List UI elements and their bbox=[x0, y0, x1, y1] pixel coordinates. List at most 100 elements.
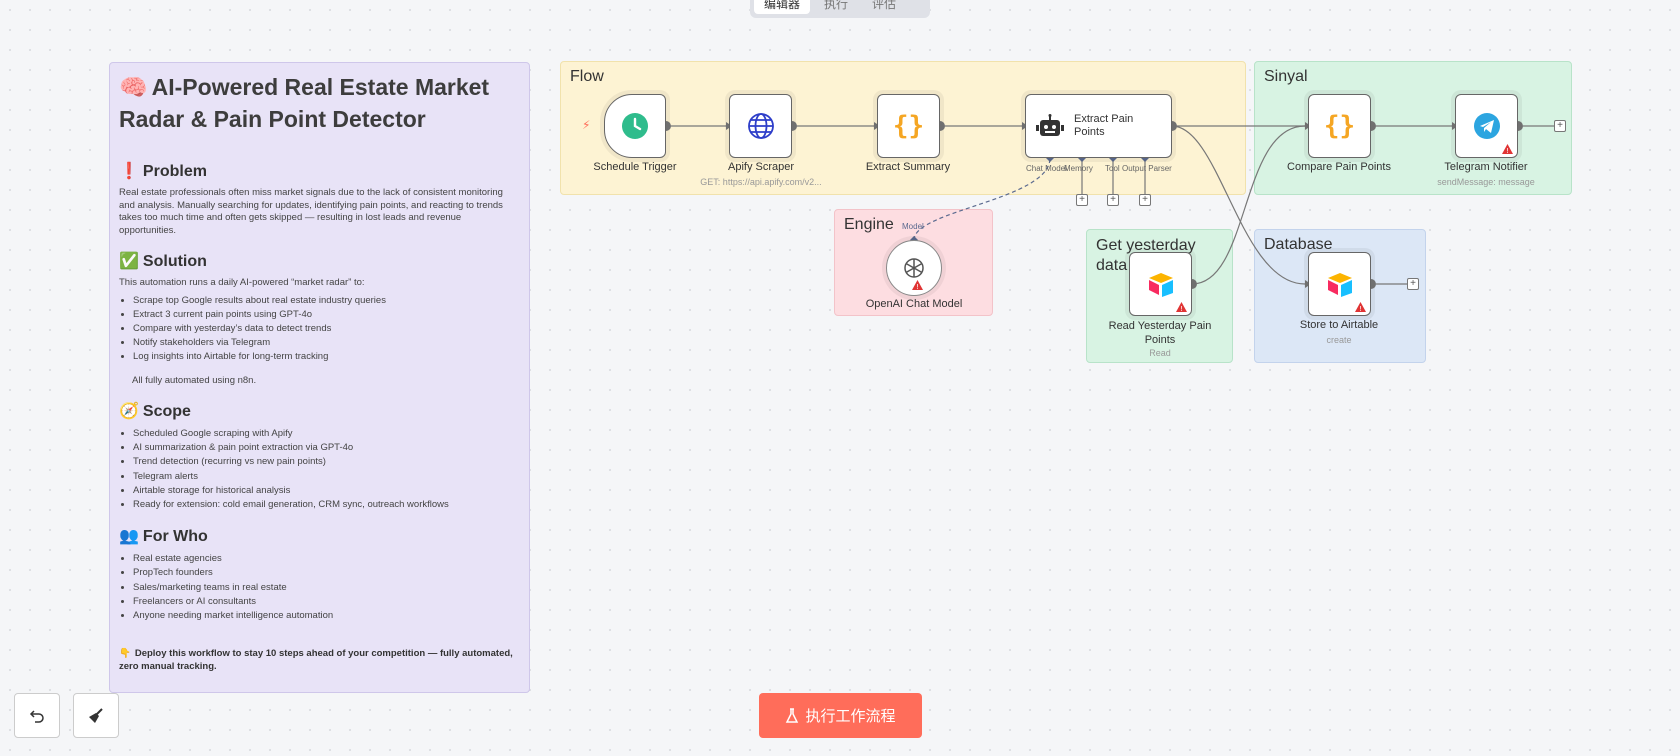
airtable-icon bbox=[1327, 273, 1352, 297]
node-subtitle: sendMessage: message bbox=[1437, 177, 1535, 187]
node-label: Schedule Trigger bbox=[593, 161, 677, 173]
list-item: Log insights into Airtable for long-term… bbox=[133, 350, 520, 364]
port-model: Model bbox=[902, 222, 924, 231]
trigger-bolt-icon: ⚡ bbox=[582, 118, 591, 132]
warning-icon: ! bbox=[1355, 302, 1366, 312]
view-tabs: 编辑器 执行 评估 bbox=[750, 0, 930, 18]
store-to-airtable-node[interactable]: ! bbox=[1308, 252, 1371, 316]
node-label: Extract Summary bbox=[865, 161, 951, 173]
list-item: Trend detection (recurring vs new pain p… bbox=[133, 455, 520, 469]
problem-section: ❗Problem Real estate professionals often… bbox=[119, 161, 520, 237]
code-braces-icon: {} bbox=[1323, 111, 1356, 141]
list-item: Telegram alerts bbox=[133, 470, 520, 484]
list-item: Ready for extension: cold email generati… bbox=[133, 498, 520, 512]
group-title: Get yesterday data bbox=[1096, 237, 1196, 274]
list-item: Airtable storage for historical analysis bbox=[133, 484, 520, 498]
sticky-note[interactable]: 🧠AI-Powered Real Estate Market Radar & P… bbox=[109, 62, 530, 693]
add-output-parser-button[interactable]: + bbox=[1139, 194, 1151, 206]
tab-editor[interactable]: 编辑器 bbox=[754, 0, 811, 14]
people-emoji: 👥 bbox=[119, 528, 139, 546]
group-title: Engine bbox=[844, 216, 894, 233]
airtable-icon bbox=[1148, 273, 1173, 297]
list-item: Anyone needing market intelligence autom… bbox=[133, 609, 520, 623]
schedule-trigger-node[interactable] bbox=[604, 94, 666, 158]
node-subtitle: Read bbox=[1149, 348, 1171, 358]
add-node-button[interactable]: + bbox=[1554, 120, 1566, 132]
solution-heading: ✅Solution bbox=[119, 253, 207, 270]
undo-button[interactable] bbox=[14, 693, 60, 738]
openai-icon bbox=[904, 258, 924, 278]
openai-chat-model-node[interactable]: ! bbox=[886, 240, 942, 296]
warning-icon: ! bbox=[1176, 302, 1187, 312]
brain-emoji: 🧠 bbox=[119, 74, 148, 100]
list-item: Compare with yesterday’s data to detect … bbox=[133, 322, 520, 336]
group-sinyal[interactable]: Sinyal bbox=[1254, 61, 1572, 195]
port-chat-model: Chat Model bbox=[1026, 164, 1067, 173]
svg-text:!: ! bbox=[1180, 305, 1183, 312]
telegram-notifier-node[interactable]: ! bbox=[1455, 94, 1518, 158]
list-item: Freelancers or AI consultants bbox=[133, 595, 520, 609]
problem-heading: ❗Problem bbox=[119, 163, 207, 180]
solution-list: Scrape top Google results about real est… bbox=[119, 294, 520, 365]
code-braces-icon: {} bbox=[892, 111, 925, 141]
globe-icon bbox=[747, 113, 774, 139]
scope-list: Scheduled Google scraping with Apify AI … bbox=[119, 427, 520, 512]
list-item: Scheduled Google scraping with Apify bbox=[133, 427, 520, 441]
node-label: Read Yesterday Pain Points bbox=[1108, 320, 1212, 346]
node-label: Extract Pain Points bbox=[1074, 113, 1134, 138]
read-yesterday-node[interactable]: ! bbox=[1129, 252, 1192, 316]
add-tool-button[interactable]: + bbox=[1107, 194, 1119, 206]
note-cta: 👇Deploy this workflow to stay 10 steps a… bbox=[119, 648, 513, 673]
clear-button[interactable] bbox=[73, 693, 119, 738]
forwho-section: 👥For Who Real estate agencies PropTech f… bbox=[119, 526, 520, 623]
forwho-heading: 👥For Who bbox=[119, 528, 208, 546]
note-title: 🧠AI-Powered Real Estate Market Radar & P… bbox=[119, 71, 520, 135]
tab-executions[interactable]: 执行 bbox=[824, 0, 849, 11]
node-subtitle: GET: https://api.apify.com/v2... bbox=[700, 177, 822, 187]
node-label: Store to Airtable bbox=[1299, 319, 1379, 331]
list-item: Notify stakeholders via Telegram bbox=[133, 336, 520, 350]
add-memory-button[interactable]: + bbox=[1076, 194, 1088, 206]
scope-section: 🧭Scope Scheduled Google scraping with Ap… bbox=[119, 401, 520, 512]
svg-text:!: ! bbox=[1359, 305, 1362, 312]
warning-icon: ! bbox=[1502, 144, 1513, 154]
group-title: Sinyal bbox=[1264, 68, 1308, 85]
node-label: Compare Pain Points bbox=[1287, 161, 1391, 173]
solution-intro: This automation runs a daily AI-powered … bbox=[119, 277, 365, 288]
forwho-list: Real estate agencies PropTech founders S… bbox=[119, 552, 520, 623]
group-title: Flow bbox=[570, 68, 604, 85]
extract-pain-points-node[interactable]: Extract Pain Points bbox=[1025, 94, 1172, 158]
exclamation-emoji: ❗ bbox=[119, 163, 139, 180]
svg-text:!: ! bbox=[916, 283, 919, 290]
apify-scraper-node[interactable] bbox=[729, 94, 792, 158]
broom-icon bbox=[89, 707, 103, 723]
compass-emoji: 🧭 bbox=[119, 403, 139, 421]
undo-icon bbox=[29, 709, 44, 723]
problem-text: Real estate professionals often miss mar… bbox=[119, 187, 503, 236]
extract-summary-node[interactable]: {} bbox=[877, 94, 940, 158]
scope-heading: 🧭Scope bbox=[119, 403, 191, 421]
robot-icon bbox=[1036, 114, 1064, 136]
list-item: PropTech founders bbox=[133, 566, 520, 580]
solution-section: ✅Solution This automation runs a daily A… bbox=[119, 251, 520, 387]
node-label: Apify Scraper bbox=[727, 161, 795, 173]
execute-workflow-label: 执行工作流程 bbox=[805, 708, 896, 725]
list-item: AI summarization & pain point extraction… bbox=[133, 441, 520, 455]
node-label: Telegram Notifier bbox=[1444, 161, 1528, 173]
port-memory: Memory bbox=[1064, 164, 1093, 173]
list-item: Real estate agencies bbox=[133, 552, 520, 566]
solution-footer: All fully automated using n8n. bbox=[132, 374, 257, 386]
node-label: OpenAI Chat Model bbox=[865, 298, 963, 310]
list-item: Extract 3 current pain points using GPT-… bbox=[133, 308, 520, 322]
port-tool: Tool bbox=[1105, 164, 1120, 173]
list-item: Scrape top Google results about real est… bbox=[133, 294, 520, 308]
clock-icon bbox=[622, 113, 648, 139]
telegram-icon bbox=[1473, 113, 1500, 139]
add-node-button[interactable]: + bbox=[1407, 278, 1419, 290]
tab-evaluations[interactable]: 评估 bbox=[872, 0, 897, 11]
compare-pain-points-node[interactable]: {} bbox=[1308, 94, 1371, 158]
check-emoji: ✅ bbox=[119, 253, 139, 270]
warning-icon: ! bbox=[912, 280, 923, 290]
node-subtitle: create bbox=[1326, 335, 1352, 345]
execute-workflow-button[interactable]: 执行工作流程 bbox=[759, 693, 922, 738]
